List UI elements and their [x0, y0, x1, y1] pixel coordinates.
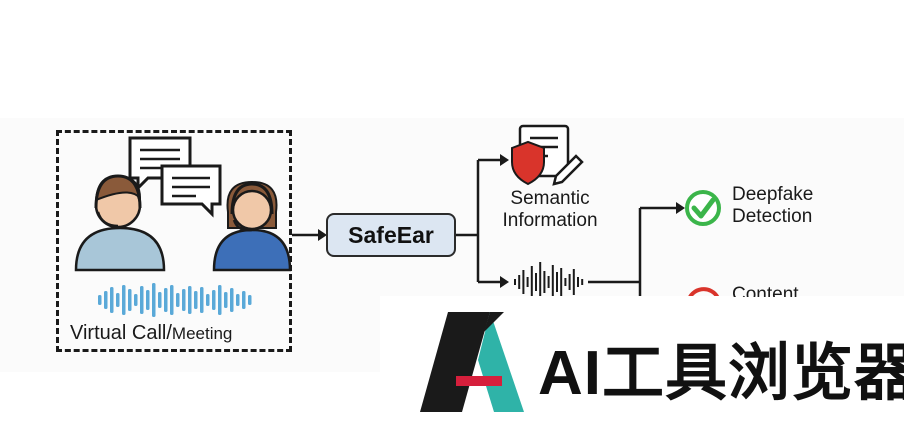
watermark-text: AI工具浏览器	[538, 339, 904, 408]
content-line1: Content	[732, 284, 799, 297]
pen-icon	[552, 154, 584, 186]
shield-icon	[511, 140, 545, 186]
semantic-line1: Semantic	[510, 188, 590, 209]
waveform-bar	[212, 290, 216, 310]
acoustic-bar	[577, 277, 579, 287]
acoustic-bar	[518, 275, 521, 289]
check-icon	[685, 190, 721, 226]
safeear-label: SafeEar	[348, 221, 434, 248]
acoustic-bar	[526, 277, 529, 287]
waveform-bar	[122, 285, 126, 315]
waveform-bar	[152, 283, 156, 317]
waveform-bar	[98, 295, 102, 305]
acoustic-waveform-icon	[514, 262, 584, 302]
arrowhead-deepfake	[676, 202, 685, 214]
arrow-to-safeear	[292, 229, 327, 241]
acoustic-bar	[568, 274, 571, 290]
bottom-backdrop	[0, 372, 380, 432]
semantic-information-label: Semantic Information	[488, 188, 612, 232]
acoustic-bar	[539, 262, 542, 302]
acoustic-bar	[514, 279, 516, 285]
caption-small: Meeting	[171, 324, 233, 343]
waveform-bar	[242, 291, 246, 309]
waveform-bar	[230, 288, 234, 312]
waveform-bar	[194, 291, 198, 309]
waveform-bar	[176, 293, 180, 307]
waveform-bar	[146, 290, 150, 310]
safeear-box: SafeEar	[326, 213, 456, 257]
female-agent-icon	[212, 180, 292, 272]
watermark-logo-icon	[420, 312, 524, 412]
acoustic-bar	[564, 278, 567, 286]
acoustic-bar	[551, 265, 554, 299]
acoustic-bar	[535, 273, 537, 291]
waveform-bar	[164, 288, 168, 312]
acoustic-bar	[543, 271, 546, 293]
input-source-box	[56, 130, 292, 352]
waveform-bar	[248, 295, 252, 305]
waveform-bar	[206, 294, 210, 306]
waveform-bar	[128, 289, 132, 311]
waveform-bar	[188, 286, 192, 314]
waveform-bar	[104, 291, 108, 309]
semantic-line2: Information	[502, 210, 598, 231]
waveform-bar	[170, 285, 174, 315]
acoustic-bar	[581, 279, 584, 285]
waveform-bar	[224, 292, 228, 308]
waveform-bar	[218, 285, 222, 315]
caption-main: Virtual Call/	[70, 322, 172, 344]
input-caption: Virtual Call/Meeting	[70, 322, 232, 345]
voice-waveform-icon	[98, 283, 252, 317]
acoustic-bar	[556, 272, 558, 292]
content-label: Content	[732, 284, 799, 297]
male-agent-icon	[74, 174, 166, 272]
waveform-bar	[134, 294, 138, 306]
acoustic-bar	[530, 266, 533, 298]
acoustic-bar	[572, 269, 575, 295]
waveform-bar	[140, 286, 144, 314]
waveform-bar	[158, 292, 162, 308]
acoustic-bar	[560, 268, 563, 296]
acoustic-bar	[522, 270, 525, 294]
deepfake-detection-label: Deepfake Detection	[732, 184, 813, 228]
waveform-bar	[200, 287, 204, 313]
acoustic-bar	[547, 276, 550, 288]
arrowhead-semantic	[500, 154, 509, 166]
branch-arrows	[456, 158, 676, 296]
deepfake-line2: Detection	[732, 206, 813, 227]
waveform-bar	[182, 289, 186, 311]
waveform-bar	[110, 287, 114, 313]
waveform-bar	[116, 293, 120, 307]
arrowhead-acoustic	[500, 276, 509, 288]
chat-bubble-icon-2	[160, 164, 222, 218]
waveform-bar	[236, 294, 240, 306]
deepfake-line1: Deepfake	[732, 184, 814, 205]
